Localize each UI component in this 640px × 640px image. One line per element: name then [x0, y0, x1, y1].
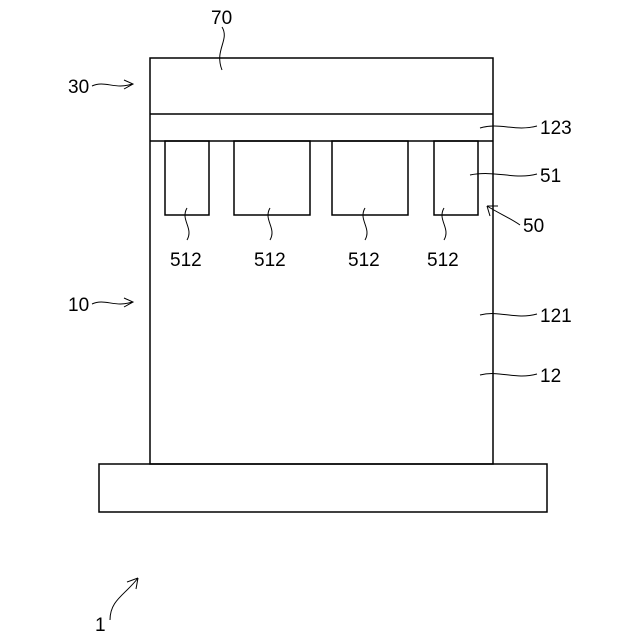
leader-512-d	[442, 208, 446, 240]
base-plate	[99, 464, 547, 512]
leader-512-b	[268, 208, 272, 240]
label-512-b: 512	[254, 250, 286, 271]
leader-51	[470, 174, 537, 176]
label-30: 30	[68, 77, 89, 98]
element-512-d	[434, 141, 478, 215]
leader-70	[220, 27, 225, 70]
leader-512-a	[185, 208, 189, 240]
label-121: 121	[540, 306, 572, 327]
label-512-d: 512	[427, 250, 459, 271]
element-512-c	[332, 141, 408, 215]
leader-123	[480, 126, 537, 128]
label-70: 70	[211, 8, 232, 29]
arrow-50	[487, 206, 520, 225]
label-1: 1	[95, 615, 106, 636]
arrow-10	[92, 302, 132, 304]
element-512-b	[234, 141, 310, 215]
leader-512-c	[363, 208, 367, 240]
leader-121	[480, 314, 537, 316]
label-12: 12	[540, 366, 561, 387]
label-10: 10	[68, 295, 89, 316]
label-123: 123	[540, 118, 572, 139]
leader-12	[480, 374, 537, 376]
element-512-a	[165, 141, 209, 215]
label-50: 50	[523, 216, 544, 237]
arrow-1	[110, 578, 138, 620]
label-512-a: 512	[170, 250, 202, 271]
arrow-30	[92, 84, 132, 86]
label-51: 51	[540, 166, 561, 187]
label-512-c: 512	[348, 250, 380, 271]
